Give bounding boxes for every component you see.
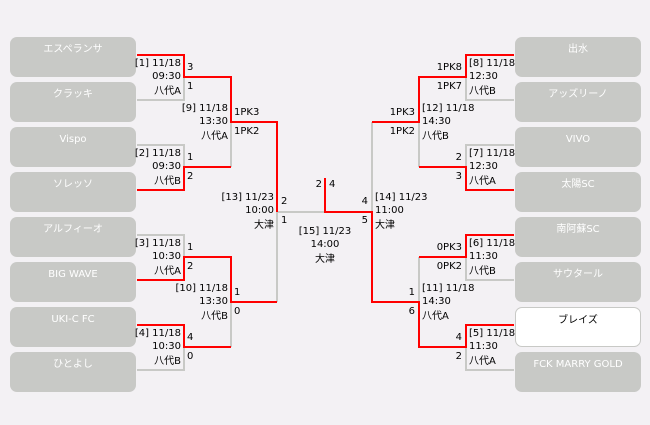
team-right-5[interactable]: 南阿蘇SC bbox=[515, 217, 641, 257]
team-left-7[interactable]: UKI-C FC bbox=[10, 307, 136, 347]
match-venue: 八代A bbox=[154, 86, 181, 97]
final-number-date: [15] 11/23 bbox=[298, 226, 352, 237]
score-bottom: 1PK7 bbox=[436, 81, 462, 92]
team-left-5[interactable]: アルフィーオ bbox=[10, 217, 136, 257]
match-venue: 八代A bbox=[469, 356, 496, 367]
score-top: 1 bbox=[187, 152, 194, 163]
match-venue: 八代A bbox=[201, 131, 228, 142]
match-number-date: [5] 11/18 bbox=[469, 328, 516, 339]
score-top: 1 bbox=[187, 242, 194, 253]
match-venue: 八代B bbox=[154, 356, 181, 367]
match-number-date: [7] 11/18 bbox=[469, 148, 516, 159]
match-number-date: [11] 11/18 bbox=[422, 283, 475, 294]
score-bottom: 1 bbox=[187, 81, 194, 92]
match-number-date: [6] 11/18 bbox=[469, 238, 516, 249]
team-right-1[interactable]: 出水 bbox=[515, 37, 641, 77]
team-right-6[interactable]: サウタール bbox=[515, 262, 641, 302]
match-venue: 八代B bbox=[422, 131, 449, 142]
match-venue: 大津 bbox=[375, 220, 395, 231]
score-top: 2 bbox=[281, 196, 288, 207]
match-venue: 八代B bbox=[201, 311, 228, 322]
match-time: 09:30 bbox=[152, 161, 181, 172]
match-number-date: [4] 11/18 bbox=[134, 328, 181, 339]
match-time: 14:30 bbox=[422, 116, 451, 127]
team-left-8[interactable]: ひとよし bbox=[10, 352, 136, 392]
match-time: 11:30 bbox=[469, 341, 498, 352]
team-right-7-champion[interactable]: ブレイズ bbox=[515, 307, 641, 347]
match-number-date: [12] 11/18 bbox=[422, 103, 475, 114]
score-bottom: 0PK2 bbox=[436, 261, 462, 272]
match-time: 12:30 bbox=[469, 71, 498, 82]
match-number-date: [8] 11/18 bbox=[469, 58, 516, 69]
match-number-date: [13] 11/23 bbox=[221, 192, 274, 203]
score-bottom: 2 bbox=[187, 171, 194, 182]
score-top: 1PK8 bbox=[436, 62, 462, 73]
score-top: 4 bbox=[187, 332, 194, 343]
score-top: 4 bbox=[455, 332, 462, 343]
match-time: 11:00 bbox=[375, 205, 404, 216]
score-bottom: 3 bbox=[455, 171, 462, 182]
match-venue: 八代B bbox=[469, 266, 496, 277]
score-top: 1 bbox=[408, 287, 415, 298]
team-left-1[interactable]: エスペランサ bbox=[10, 37, 136, 77]
score-top: 1PK3 bbox=[389, 107, 415, 118]
score-bottom: 1PK2 bbox=[389, 126, 415, 137]
score-top: 4 bbox=[361, 196, 368, 207]
match-venue: 八代B bbox=[469, 86, 496, 97]
score-bottom: 1PK2 bbox=[234, 126, 260, 137]
score-top: 1PK3 bbox=[234, 107, 260, 118]
match-venue: 大津 bbox=[254, 220, 274, 231]
team-left-2[interactable]: クラッキ bbox=[10, 82, 136, 122]
team-left-6[interactable]: BIG WAVE bbox=[10, 262, 136, 302]
final-venue: 大津 bbox=[315, 254, 335, 265]
team-right-3[interactable]: VIVO bbox=[515, 127, 641, 167]
match-time: 10:30 bbox=[152, 251, 181, 262]
score-bottom: 2 bbox=[455, 351, 462, 362]
team-right-4[interactable]: 太陽SC bbox=[515, 172, 641, 212]
match-number-date: [1] 11/18 bbox=[134, 58, 181, 69]
match-time: 13:30 bbox=[199, 296, 228, 307]
score-top: 0PK3 bbox=[436, 242, 462, 253]
score-top: 2 bbox=[455, 152, 462, 163]
score-bottom: 2 bbox=[187, 261, 194, 272]
score-top: 1 bbox=[234, 287, 241, 298]
match-number-date: [10] 11/18 bbox=[175, 283, 228, 294]
match-time: 09:30 bbox=[152, 71, 181, 82]
match-venue: 八代B bbox=[154, 176, 181, 187]
match-time: 12:30 bbox=[469, 161, 498, 172]
score-bottom: 0 bbox=[234, 306, 241, 317]
team-left-3[interactable]: Vispo bbox=[10, 127, 136, 167]
match-time: 11:30 bbox=[469, 251, 498, 262]
score-bottom: 1 bbox=[281, 215, 288, 226]
match-time: 10:00 bbox=[245, 205, 274, 216]
match-venue: 八代A bbox=[422, 311, 449, 322]
match-time: 10:30 bbox=[152, 341, 181, 352]
team-left-4[interactable]: ソレッソ bbox=[10, 172, 136, 212]
team-right-2[interactable]: アッズリーノ bbox=[515, 82, 641, 122]
final-time: 14:00 bbox=[310, 239, 340, 250]
match-number-date: [14] 11/23 bbox=[375, 192, 428, 203]
final-score-right: 4 bbox=[329, 179, 336, 190]
score-bottom: 5 bbox=[361, 215, 368, 226]
match-time: 14:30 bbox=[422, 296, 451, 307]
match-number-date: [2] 11/18 bbox=[134, 148, 181, 159]
score-bottom: 6 bbox=[408, 306, 415, 317]
match-venue: 八代A bbox=[469, 176, 496, 187]
match-time: 13:30 bbox=[199, 116, 228, 127]
score-top: 3 bbox=[187, 62, 194, 73]
match-number-date: [3] 11/18 bbox=[134, 238, 181, 249]
match-venue: 八代A bbox=[154, 266, 181, 277]
team-right-8[interactable]: FCK MARRY GOLD bbox=[515, 352, 641, 392]
final-score-left: 2 bbox=[315, 179, 322, 190]
score-bottom: 0 bbox=[187, 351, 194, 362]
match-number-date: [9] 11/18 bbox=[181, 103, 228, 114]
